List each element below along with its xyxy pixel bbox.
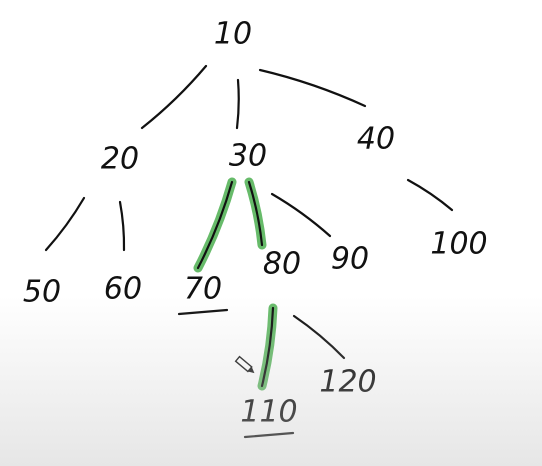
edge-n30-n90 [270, 192, 332, 238]
node-120: 120 [319, 365, 376, 400]
highlight-n30-n70 [193, 177, 237, 273]
underline-n110 [243, 431, 295, 439]
node-30: 30 [229, 139, 267, 174]
edge-n30-n80 [247, 180, 264, 247]
underline-n70 [177, 308, 229, 316]
pencil-cursor-icon [234, 355, 255, 374]
node-10: 10 [214, 17, 252, 52]
underline-layer [177, 308, 295, 439]
edge-n30-n70 [196, 180, 234, 270]
edge-layer [44, 64, 454, 388]
node-60: 60 [104, 272, 142, 307]
node-70: 70 [184, 272, 222, 307]
node-40: 40 [357, 122, 395, 157]
edge-n40-n100 [406, 178, 454, 212]
node-90: 90 [331, 242, 369, 277]
node-80: 80 [263, 247, 301, 282]
edge-n80-n120 [292, 314, 346, 360]
edge-n20-n60 [118, 200, 126, 252]
node-50: 50 [23, 275, 61, 310]
node-110: 110 [240, 395, 297, 430]
edge-n10-n40 [258, 68, 367, 108]
node-20: 20 [101, 142, 139, 177]
edge-n10-n30 [235, 78, 240, 130]
node-layer: 10 20 30 40 50 60 70 80 90 100 110 120 [23, 17, 488, 430]
edge-n20-n50 [44, 196, 86, 252]
edge-n80-n110 [260, 306, 275, 388]
edge-n10-n20 [140, 64, 208, 130]
node-100: 100 [430, 227, 487, 262]
